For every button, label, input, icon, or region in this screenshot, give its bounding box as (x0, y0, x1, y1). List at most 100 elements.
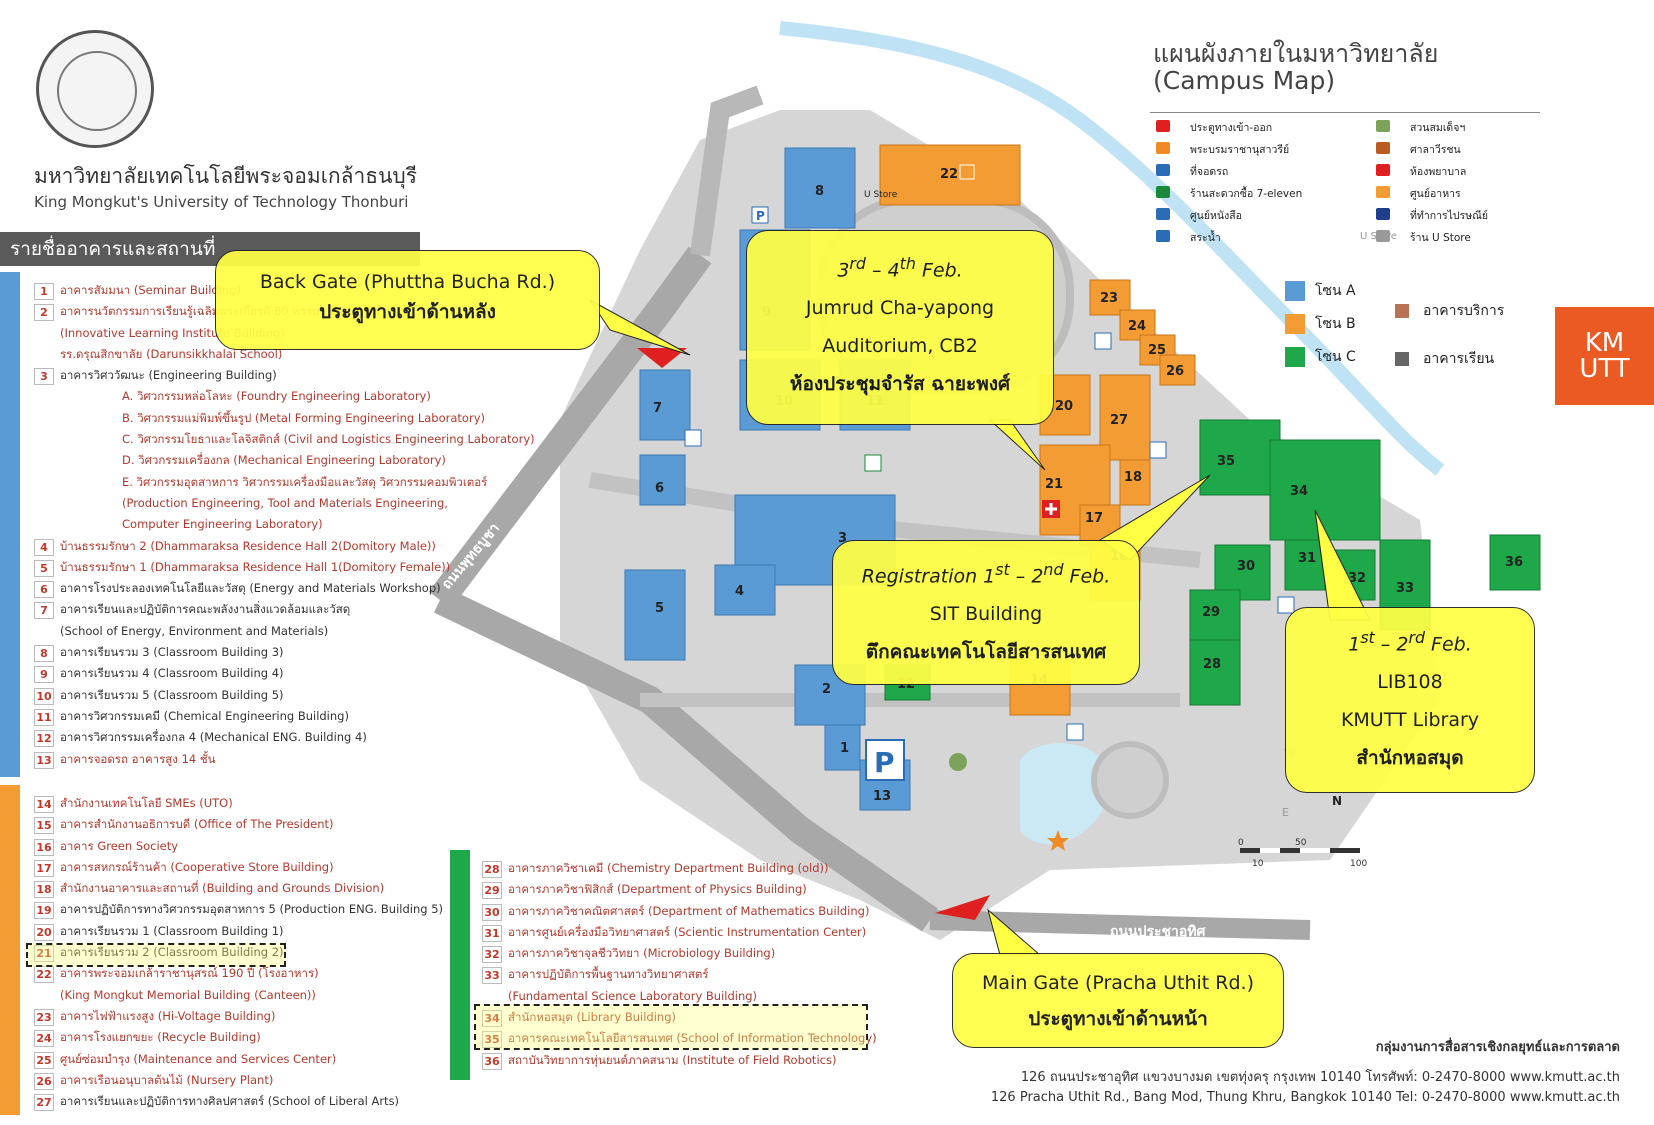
compass-n: N (1332, 794, 1342, 808)
back-gate-en: Back Gate (Phuttha Bucha Rd.) (259, 271, 556, 293)
callout-auditorium: 3rd – 4th Feb. Jumrud Cha-yapong Auditor… (746, 230, 1054, 425)
legend-label: ร้าน U Store (1410, 232, 1471, 244)
parking-icon (751, 206, 769, 224)
building-8[interactable] (784, 147, 856, 229)
legend-item: ประตูทางเข้า-ออก (1156, 119, 1272, 136)
building-name: ศูนย์ซ่อมบำรุง (Maintenance and Services… (60, 1051, 337, 1066)
building-name: อาคารวิศววัฒนะ (Engineering Building) (60, 368, 277, 383)
legend-item: ร้าน U Store (1376, 229, 1471, 246)
parking-icon-6 (684, 429, 702, 447)
road-label-pracha-uthit: ถนนประชาอุทิศ (1110, 924, 1207, 940)
auditorium-th: ห้องประชุมจำรัส ฉายะพงศ์ (789, 373, 1011, 396)
parking-building-text: P (874, 746, 895, 779)
building-6[interactable] (639, 454, 686, 506)
building-26[interactable] (1159, 354, 1196, 386)
building-28[interactable] (1189, 639, 1241, 706)
building-23[interactable] (1089, 279, 1131, 316)
gate-2-icon[interactable] (637, 348, 687, 368)
zone-label: โซน A (1315, 283, 1356, 299)
building-36[interactable] (1489, 534, 1541, 591)
building-22[interactable] (879, 144, 1021, 206)
building-type-item: อาคารเรียน (1395, 348, 1494, 370)
parking-building-icon (865, 739, 905, 781)
zone-a-bar (0, 272, 20, 777)
building-name: บ้านธรรมรักษา 2 (Dhammaraksa Residence H… (60, 538, 436, 553)
building-35[interactable] (1199, 419, 1281, 496)
callout-registration: Registration 1st – 2nd Feb. SIT Building… (832, 540, 1140, 685)
map-title-en: (Campus Map) (1153, 66, 1336, 95)
building-1[interactable] (824, 724, 861, 771)
building-number: 19 (34, 902, 54, 920)
star-icon (1156, 142, 1170, 154)
building-name: อาคารปฏิบัติการทางวิศวกรรมอุตสาหการ 5 (P… (60, 902, 444, 917)
legend: ประตูทางเข้า-ออกพระบรมราชานุสาวรีย์ที่จอ… (1150, 112, 1540, 263)
building-name: (Production Engineering, Tool and Materi… (122, 495, 448, 510)
building-18[interactable] (1119, 459, 1151, 506)
building-name: สำนักงานเทคโนโลยี SMEs (UTO) (60, 796, 233, 810)
building-list-item: B. วิศวกรรมแม่พิมพ์ขึ้นรูป (Metal Formin… (34, 408, 494, 429)
building-name: อาคารปฏิบัติการพื้นฐานทางวิทยาศาสตร์ (508, 967, 709, 982)
building-number: 23 (34, 1008, 54, 1026)
building-name: อาคารสำนักงานอธิการบดี (Office of The Pr… (60, 817, 334, 832)
zone-item: โซน A (1285, 280, 1356, 302)
building-name: B. วิศวกรรมแม่พิมพ์ขึ้นรูป (Metal Formin… (122, 410, 485, 425)
building-name: อาคารเรือนอนุบาลต้นไม้ (Nursery Plant) (60, 1072, 274, 1087)
building-name: อาคารคณะเทคโนโลยีสารสนเทศ (School of Inf… (508, 1031, 877, 1046)
library-th: สำนักหอสมุด (1356, 747, 1464, 770)
building-number: 10 (34, 687, 54, 705)
library-name: KMUTT Library (1340, 709, 1480, 732)
building-29[interactable] (1189, 589, 1241, 641)
building-number: 28 (482, 861, 502, 878)
building-5[interactable] (624, 569, 686, 661)
label-23: 23 (1100, 291, 1118, 306)
label-18: 18 (1124, 470, 1142, 485)
zone-b-bar (0, 785, 20, 1115)
pool-icon (1156, 230, 1170, 242)
building-34[interactable] (1269, 439, 1381, 541)
legend-item: ศูนย์อาหาร (1376, 185, 1461, 202)
zone-label: โซน C (1315, 349, 1356, 365)
building-number: 3 (34, 368, 54, 386)
label-17: 17 (1085, 511, 1103, 526)
scale-bar: 0 50 10 100 (1238, 838, 1367, 869)
building-name: อาคารไฟฟ้าแรงสูง (Hi-Voltage Building) (60, 1008, 276, 1023)
building-7[interactable] (639, 369, 691, 441)
gate-1-icon[interactable] (935, 895, 990, 920)
building-31[interactable] (1284, 539, 1326, 591)
food-icon (1376, 186, 1390, 198)
building-list-title: รายชื่ออาคารและสถานที่ (0, 232, 420, 266)
label-31: 31 (1298, 551, 1316, 566)
building-list-item: 14 สำนักงานเทคโนโลยี SMEs (UTO) (34, 793, 454, 814)
parking-icon-3 (1149, 441, 1167, 459)
zone-cube-icon (1285, 347, 1305, 367)
building-list-item: (King Mongkut Memorial Building (Canteen… (34, 985, 454, 1006)
university-name-th: มหาวิทยาลัยเทคโนโลยีพระจอมเกล้าธนบุรี (34, 164, 418, 188)
garden-icon (1376, 120, 1390, 132)
building-number: 14 (34, 796, 54, 813)
label-6: 6 (655, 481, 664, 496)
building-4[interactable] (714, 564, 776, 616)
building-name: อาคารภาควิชาฟิสิกส์ (Department of Physi… (508, 882, 807, 897)
building-name: อาคารภาควิชาเคมี (Chemistry Department B… (508, 861, 829, 875)
legend-label: ร้านสะดวกซื้อ 7-eleven (1190, 188, 1303, 200)
building-list-item: D. วิศวกรรมเครื่องกล (Mechanical Enginee… (34, 450, 494, 471)
canal (779, 21, 1445, 476)
zone-cube-icon (1285, 314, 1305, 334)
zone-c-bar (450, 850, 470, 1080)
building-name: อาคารพระจอมเกล้าราชานุสรณ์ 190 ปี (โรงอา… (60, 966, 319, 981)
svg-text:10: 10 (1252, 859, 1264, 869)
building-number: 24 (34, 1030, 54, 1048)
building-list-item: C. วิศวกรรมโยธาและโลจิสติกส์ (Civil and … (34, 429, 535, 450)
legend-label: ศูนย์หนังสือ (1190, 210, 1242, 222)
lake (1020, 743, 1111, 845)
building-number: 31 (482, 924, 502, 942)
